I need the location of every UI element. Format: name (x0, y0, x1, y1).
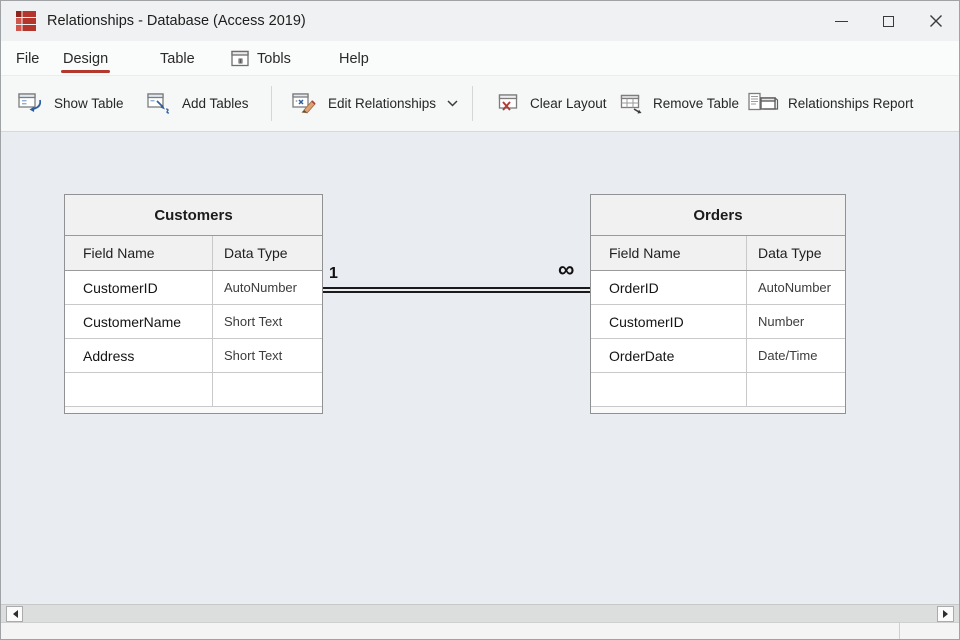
table-footer-strip (591, 407, 845, 413)
toolbar: Show Table Add Tables (1, 76, 959, 132)
toolbar-separator (271, 86, 272, 121)
titlebar: Relationships - Database (Access 2019) (1, 1, 959, 41)
table-row[interactable]: CustomerID AutoNumber (65, 271, 322, 305)
edit-relationships-button[interactable]: Edit Relationships (292, 76, 458, 131)
toolbar-separator (472, 86, 473, 121)
table-title[interactable]: Orders (591, 195, 845, 236)
minimize-button[interactable] (818, 1, 865, 41)
table-header-row: Field Name Data Type (591, 236, 845, 271)
table-card-customers[interactable]: Customers Field Name Data Type CustomerI… (64, 194, 323, 414)
maximize-icon (883, 16, 894, 27)
menu-tools[interactable]: Tobls (231, 41, 291, 76)
relationship-line[interactable] (323, 287, 590, 293)
chevron-down-icon (447, 100, 458, 107)
relationship-many-label: ∞ (558, 258, 574, 281)
maximize-button[interactable] (865, 1, 912, 41)
column-header-data-type: Data Type (747, 236, 845, 270)
menu-table[interactable]: Table (160, 41, 195, 76)
menu-help[interactable]: Help (339, 41, 369, 76)
table-row[interactable]: CustomerID Number (591, 305, 845, 339)
statusbar (1, 622, 959, 640)
table-row-empty[interactable] (65, 373, 322, 407)
table-footer-strip (65, 407, 322, 413)
minimize-icon (835, 21, 848, 22)
menu-design[interactable]: Design (63, 41, 108, 76)
show-table-button[interactable]: Show Table (18, 76, 124, 131)
add-tables-button[interactable]: Add Tables (147, 76, 249, 131)
add-tables-icon (147, 92, 173, 115)
show-table-icon (18, 92, 45, 115)
active-tab-underline (61, 70, 110, 73)
table-row[interactable]: OrderDate Date/Time (591, 339, 845, 373)
scroll-right-icon (943, 610, 952, 618)
remove-table-icon (620, 93, 644, 115)
column-header-field-name: Field Name (65, 236, 213, 270)
table-row[interactable]: OrderID AutoNumber (591, 271, 845, 305)
horizontal-scrollbar[interactable] (1, 604, 959, 622)
column-header-field-name: Field Name (591, 236, 747, 270)
table-row[interactable]: Address Short Text (65, 339, 322, 373)
scroll-left-icon (9, 610, 18, 618)
relationships-report-icon (748, 92, 779, 116)
window-title: Relationships - Database (Access 2019) (47, 13, 306, 29)
tools-menu-icon (231, 50, 250, 67)
menubar: File Design Table Tobls Help (1, 41, 959, 76)
column-header-data-type: Data Type (213, 236, 322, 270)
edit-relationships-icon (292, 92, 319, 115)
close-icon (929, 14, 943, 28)
table-row-empty[interactable] (591, 373, 845, 407)
scroll-left-button[interactable] (6, 606, 23, 622)
clear-layout-icon (498, 93, 521, 115)
table-card-orders[interactable]: Orders Field Name Data Type OrderID Auto… (590, 194, 846, 414)
scroll-right-button[interactable] (937, 606, 954, 622)
relationship-one-label: 1 (329, 265, 338, 283)
menu-file[interactable]: File (16, 41, 39, 76)
access-app-icon (15, 10, 37, 32)
close-button[interactable] (912, 1, 959, 41)
relationships-canvas[interactable]: 1 ∞ Customers Field Name Data Type Custo… (1, 132, 959, 604)
statusbar-divider (899, 623, 900, 640)
table-title[interactable]: Customers (65, 195, 322, 236)
table-header-row: Field Name Data Type (65, 236, 322, 271)
relationships-report-button[interactable]: Relationships Report (748, 76, 913, 131)
remove-table-button[interactable]: Remove Table (620, 76, 739, 131)
window-controls (818, 1, 959, 41)
table-row[interactable]: CustomerName Short Text (65, 305, 322, 339)
clear-layout-button[interactable]: Clear Layout (498, 76, 607, 131)
